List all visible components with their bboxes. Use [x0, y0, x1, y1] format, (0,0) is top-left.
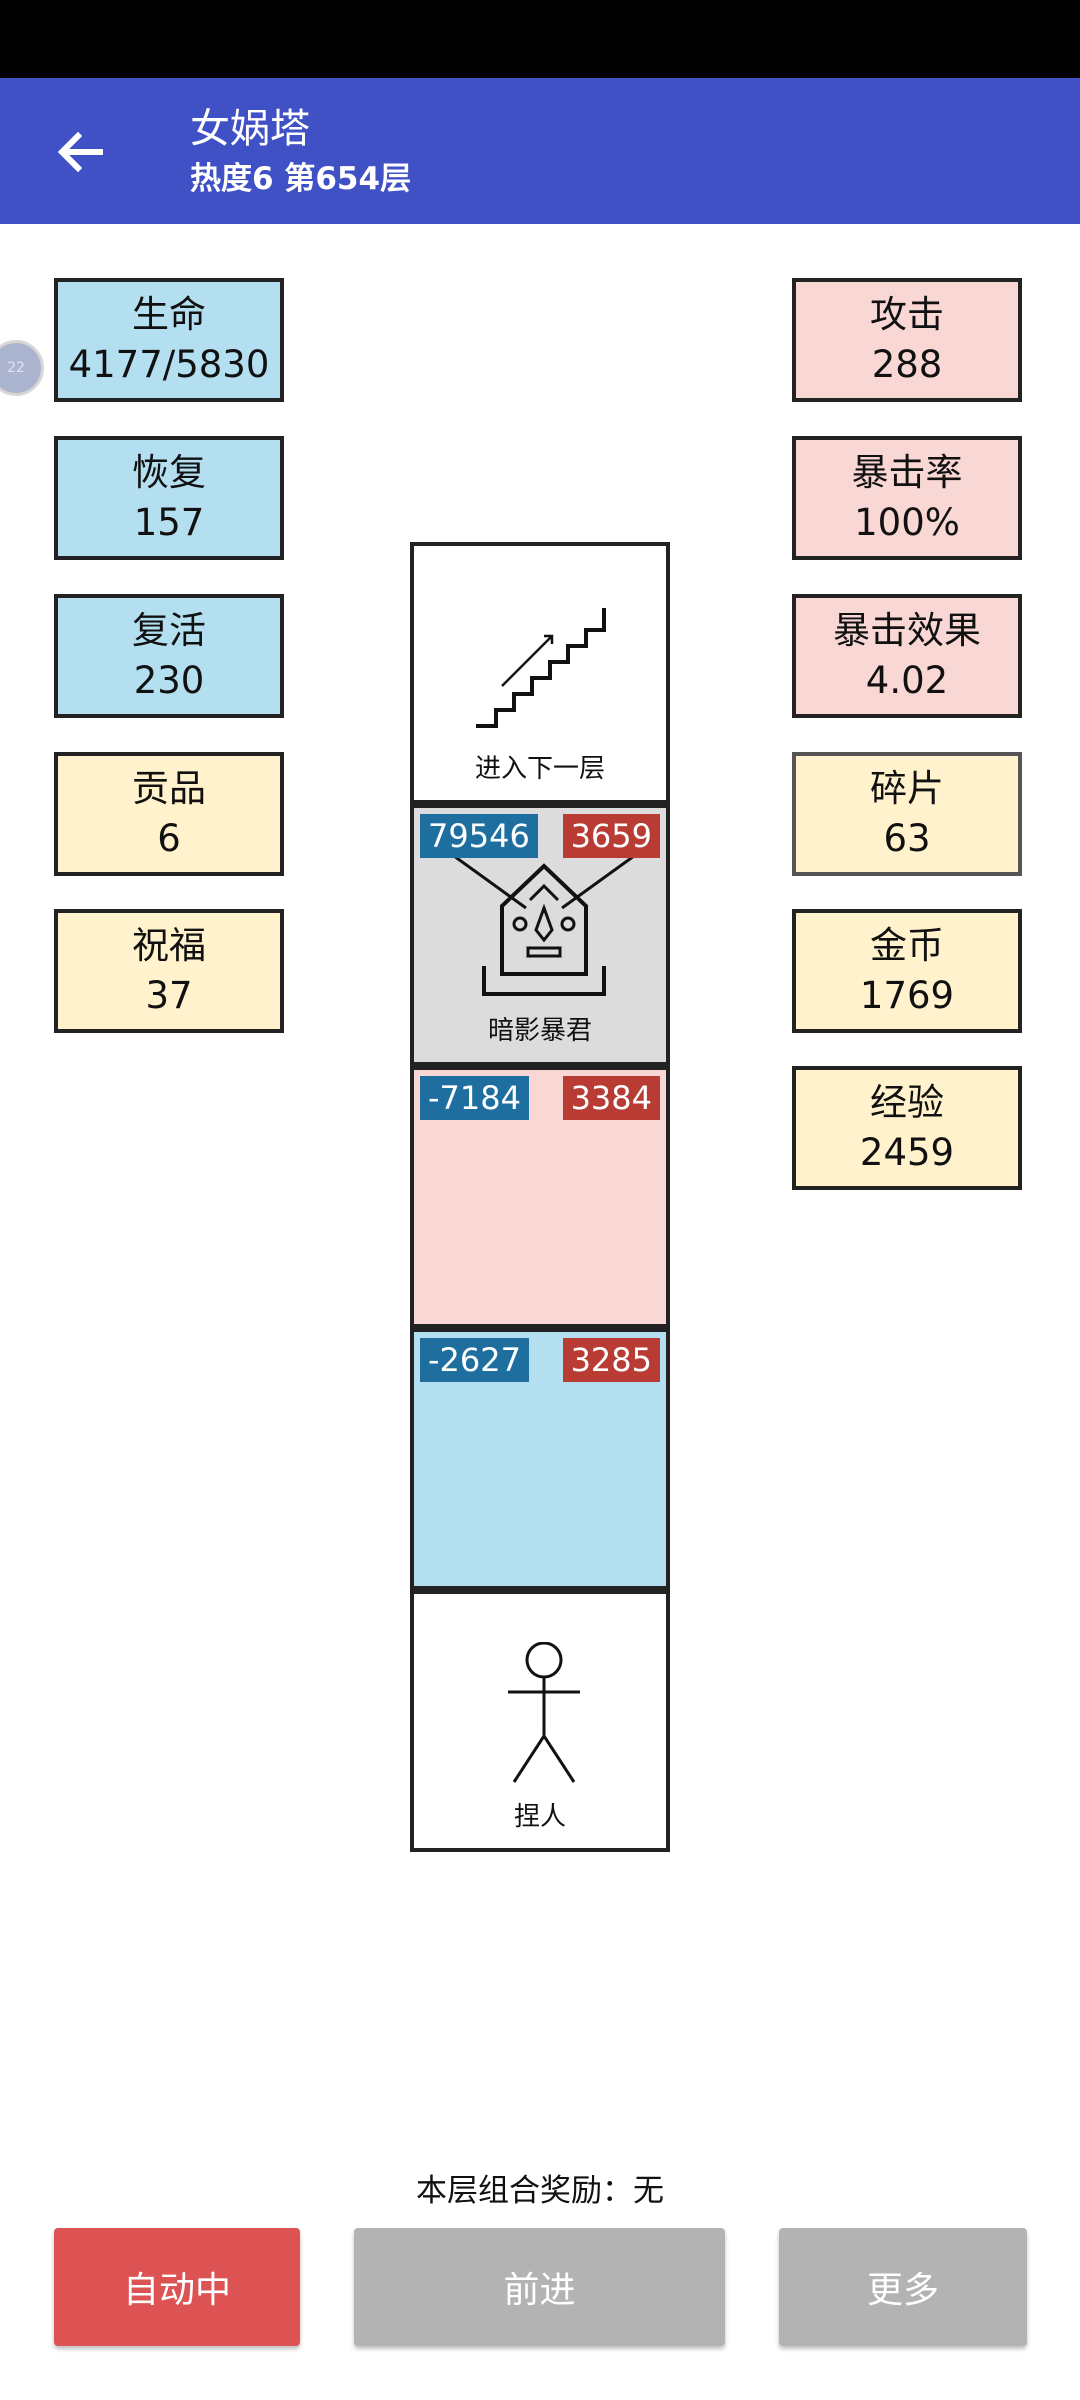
stat-value: 100% — [854, 501, 960, 544]
stairs-icon — [476, 608, 606, 728]
page-title: 女娲塔 — [190, 106, 310, 152]
stat-blessing: 祝福 37 — [54, 909, 284, 1033]
boss-hp-tag: 79546 — [420, 814, 538, 858]
floating-badge[interactable]: 22 — [0, 340, 44, 396]
stat-label: 暴击效果 — [833, 609, 981, 652]
page-subtitle: 热度6 第654层 — [190, 161, 412, 197]
stick-figure-icon — [508, 1642, 580, 1783]
boss-attack-tag: 3659 — [562, 814, 660, 858]
floor-reward-text: 本层组合奖励：无 — [416, 2173, 664, 2209]
stat-value: 230 — [133, 659, 205, 702]
stat-value: 157 — [133, 501, 205, 544]
floor-right-tag: 3285 — [562, 1338, 660, 1382]
tower-column: 进入下一层 79546 3659 暗影暴君 -7184 3384 -2627 3… — [410, 542, 670, 1852]
stat-value: 1769 — [859, 974, 955, 1017]
stat-value: 4177/5830 — [68, 343, 270, 386]
stat-label: 复活 — [132, 609, 206, 652]
stat-revive: 复活 230 — [54, 594, 284, 718]
stat-label: 恢复 — [132, 451, 206, 494]
floor-left-tag: -2627 — [420, 1338, 529, 1382]
stat-label: 金币 — [870, 924, 944, 967]
stat-label: 碎片 — [870, 767, 944, 810]
boss-name: 暗影暴君 — [487, 1016, 592, 1046]
stat-label: 攻击 — [870, 293, 944, 336]
stat-label: 经验 — [870, 1081, 944, 1124]
stat-crit-effect: 暴击效果 4.02 — [792, 594, 1022, 718]
stat-hp: 生命 4177/5830 — [54, 278, 284, 402]
auto-button[interactable]: 自动中 — [54, 2228, 300, 2346]
stat-attack: 攻击 288 — [792, 278, 1022, 402]
status-bar — [0, 0, 1080, 78]
stat-experience: 经验 2459 — [792, 1066, 1022, 1190]
stat-label: 暴击率 — [851, 451, 963, 494]
stat-value: 37 — [145, 974, 193, 1017]
app-bar: 女娲塔 热度6 第654层 — [0, 78, 1080, 224]
stat-crit-rate: 暴击率 100% — [792, 436, 1022, 560]
stat-value: 63 — [883, 817, 931, 860]
floor-cell-pink[interactable]: -7184 3384 — [410, 1066, 670, 1328]
stat-label: 生命 — [132, 293, 206, 336]
stat-label: 祝福 — [132, 924, 206, 967]
player-cell[interactable]: 捏人 — [410, 1590, 670, 1852]
stat-label: 贡品 — [132, 767, 206, 810]
back-button[interactable] — [40, 116, 120, 188]
stat-tribute: 贡品 6 — [54, 752, 284, 876]
floor-right-tag: 3384 — [562, 1076, 660, 1120]
boss-cell[interactable]: 79546 3659 暗影暴君 — [410, 804, 670, 1066]
player-caption: 捏人 — [513, 1802, 566, 1832]
floor-cell-blue[interactable]: -2627 3285 — [410, 1328, 670, 1590]
stat-value: 6 — [157, 817, 181, 860]
stairs-cell[interactable]: 进入下一层 — [410, 542, 670, 804]
shadow-tyrant-icon — [454, 856, 634, 996]
stairs-caption: 进入下一层 — [474, 754, 605, 784]
stat-value: 288 — [871, 343, 943, 386]
stat-gold: 金币 1769 — [792, 909, 1022, 1033]
stat-value: 4.02 — [865, 659, 949, 702]
stat-value: 2459 — [859, 1131, 955, 1174]
arrow-left-icon — [57, 131, 103, 173]
more-button[interactable]: 更多 — [779, 2228, 1027, 2346]
forward-button[interactable]: 前进 — [354, 2228, 725, 2346]
floor-left-tag: -7184 — [420, 1076, 529, 1120]
stat-regen: 恢复 157 — [54, 436, 284, 560]
stat-fragments: 碎片 63 — [792, 752, 1022, 876]
